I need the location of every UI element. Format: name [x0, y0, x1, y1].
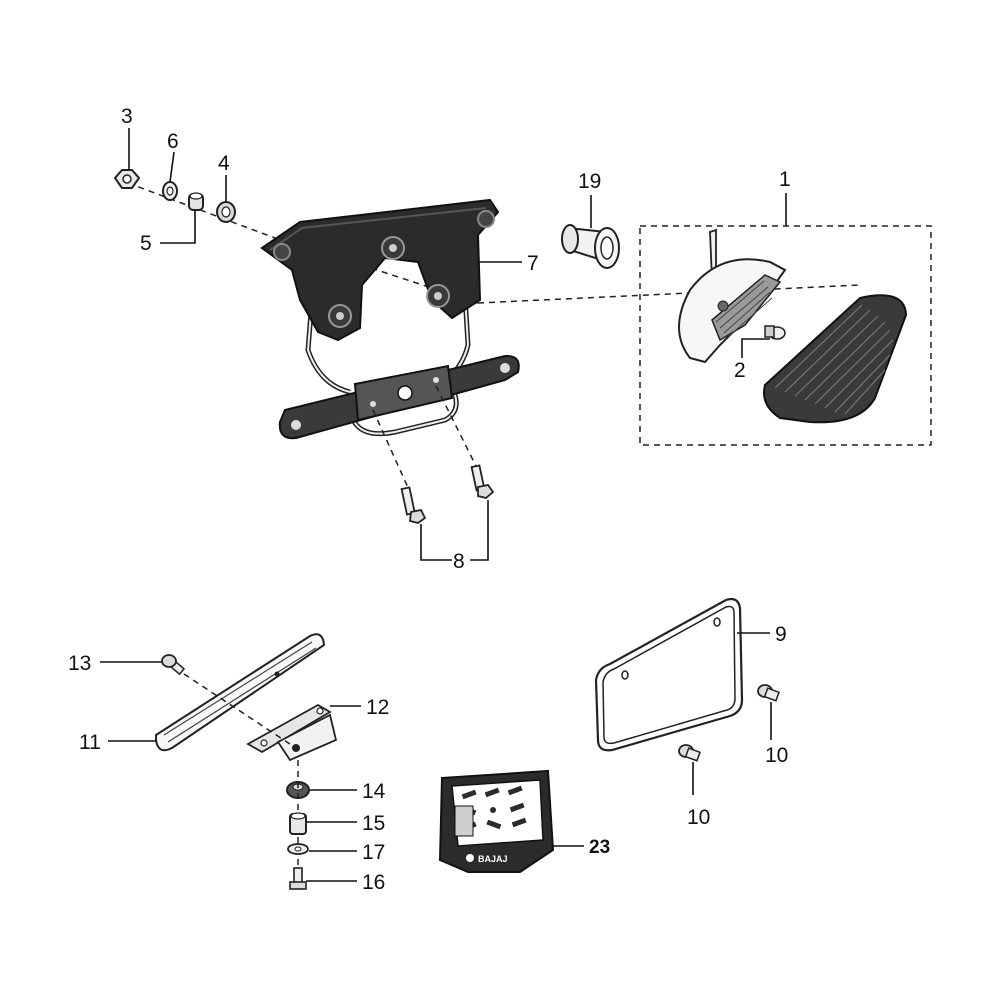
callout-10-left: 10 — [687, 806, 710, 829]
leader-8-right — [470, 500, 489, 561]
assembly-line-fasteners — [127, 182, 276, 239]
number-plate-part-9 — [594, 597, 744, 752]
callout-2: 2 — [734, 359, 746, 382]
leader-6 — [169, 151, 175, 183]
assembly-line-lamp — [477, 284, 861, 304]
light-strip-part-11 — [155, 633, 326, 752]
tail-lamp-lens — [763, 294, 908, 424]
callout-12: 12 — [366, 696, 389, 719]
callout-10-right: 10 — [765, 744, 788, 767]
callout-15: 15 — [362, 812, 385, 835]
screw-part-10-right — [757, 684, 780, 702]
callout-7: 7 — [527, 252, 539, 275]
callout-4: 4 — [218, 152, 230, 175]
callout-17: 17 — [362, 841, 385, 864]
callout-11: 11 — [79, 731, 101, 754]
callout-5: 5 — [140, 232, 152, 255]
assembly-line-strip — [183, 673, 297, 749]
callout-8: 8 — [453, 550, 465, 573]
callout-3: 3 — [121, 105, 133, 128]
grommet-part-19 — [561, 224, 620, 269]
spacer-part-5 — [188, 192, 204, 211]
leader-8-left — [420, 524, 452, 561]
screw-part-10-left — [678, 744, 701, 762]
washer-part-17 — [287, 843, 309, 855]
brand-plate-label: BAJAJ — [478, 854, 508, 864]
grommet-part-4 — [216, 201, 236, 223]
bulb-part-2 — [764, 325, 786, 340]
assembly-line-bolt-right — [435, 385, 479, 471]
tail-lamp-housing — [678, 228, 787, 364]
bolt-part-16 — [289, 867, 307, 890]
callout-6: 6 — [167, 130, 179, 153]
bolt-part-8-right — [470, 464, 495, 499]
bolt-part-8-left — [400, 486, 427, 524]
assembly-line-bolt-left — [372, 409, 411, 493]
callout-14: 14 — [362, 780, 386, 803]
bracket-part-7 — [260, 198, 520, 440]
leader-5 — [160, 210, 196, 244]
callout-9: 9 — [775, 623, 787, 646]
callout-23: 23 — [589, 837, 610, 858]
plate-frame-part-23: BAJAJ — [438, 769, 555, 873]
callout-19: 19 — [578, 170, 601, 193]
leader-2 — [741, 338, 770, 358]
callout-16: 16 — [362, 871, 385, 894]
washer-part-6 — [162, 181, 178, 201]
spacer-part-15 — [289, 812, 307, 835]
callout-13: 13 — [68, 652, 91, 675]
screw-part-13 — [161, 654, 186, 676]
callout-1: 1 — [779, 168, 791, 191]
nut-part-3 — [113, 169, 141, 189]
bracket-part-12 — [246, 703, 338, 762]
